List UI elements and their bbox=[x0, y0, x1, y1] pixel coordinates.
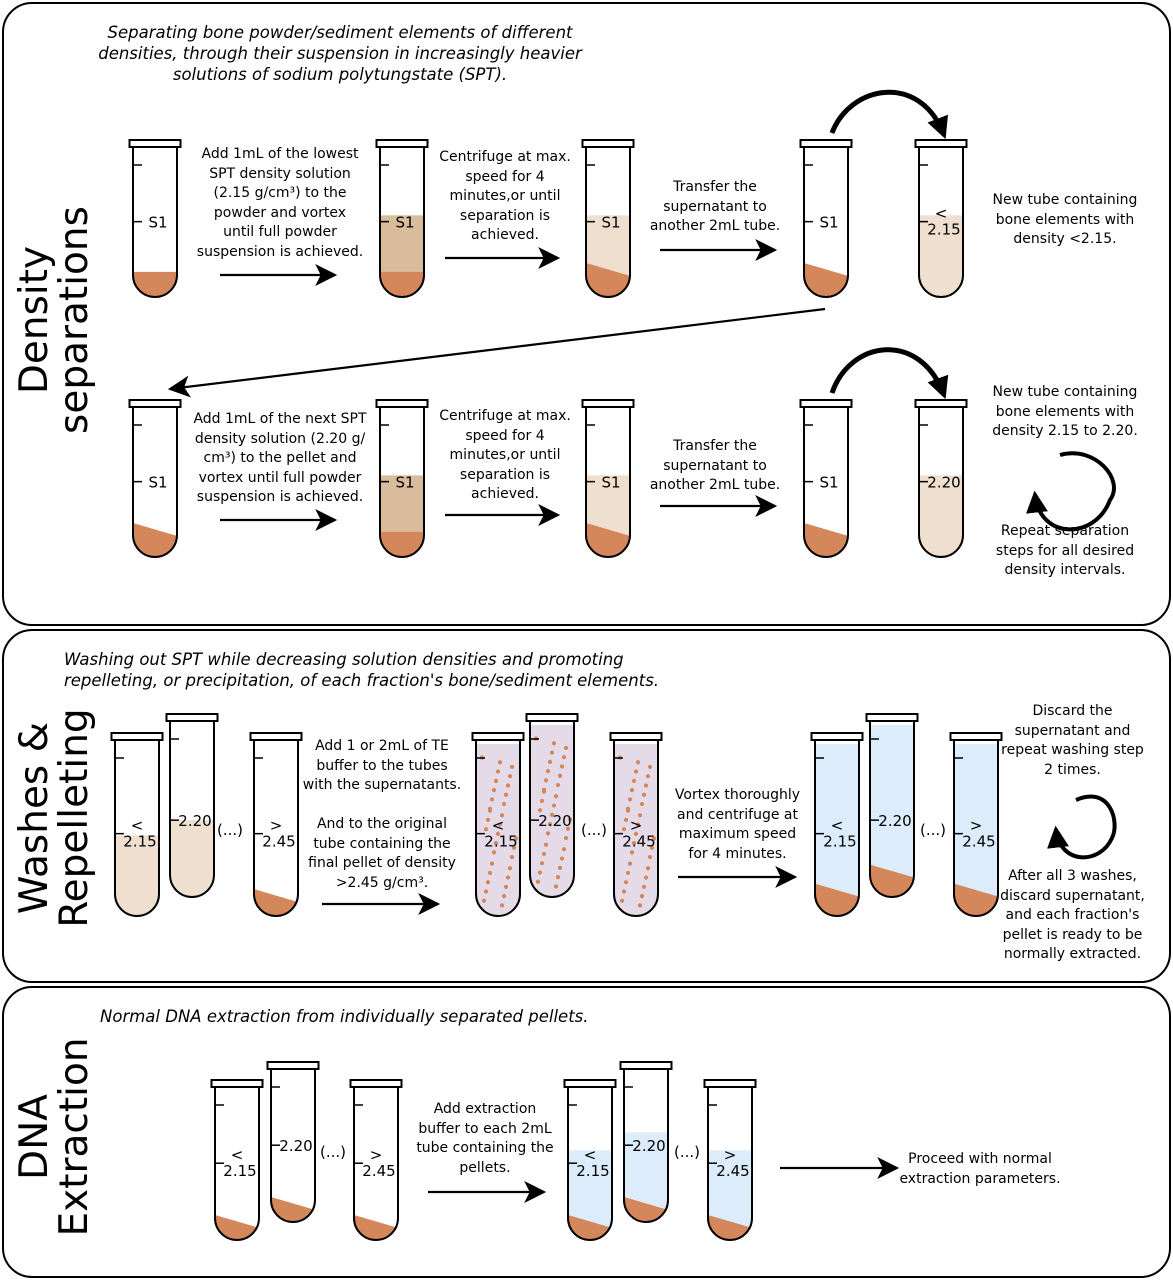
washes-te-ellipsis: (...) bbox=[581, 821, 608, 839]
dna-extraction-panel bbox=[2, 986, 1171, 1278]
svg-text:>: > bbox=[970, 817, 983, 835]
svg-text:<: < bbox=[131, 817, 144, 835]
svg-text:S1: S1 bbox=[601, 214, 620, 232]
svg-text:2.20: 2.20 bbox=[632, 1137, 665, 1155]
dna-intro: Normal DNA extraction from individually … bbox=[100, 1007, 589, 1026]
row1-tube-pellet: S1 bbox=[799, 139, 853, 298]
svg-text:2.45: 2.45 bbox=[622, 833, 655, 851]
wash-tube-done-220: 2.20 bbox=[865, 713, 919, 898]
svg-text:S1: S1 bbox=[148, 214, 167, 232]
svg-text:2.20: 2.20 bbox=[927, 474, 960, 492]
svg-text:2.20: 2.20 bbox=[538, 812, 571, 830]
svg-text:2.45: 2.45 bbox=[362, 1162, 395, 1180]
final-washes-text: After all 3 washes,discard supernatant,a… bbox=[1000, 868, 1145, 962]
dna-tube-before-220: 2.20 bbox=[266, 1061, 320, 1223]
svg-text:<: < bbox=[584, 1146, 597, 1164]
dna-tube-before-gt245: >2.45 bbox=[349, 1079, 403, 1241]
wash-tube-before-220: 2.20 bbox=[165, 713, 219, 898]
wash-tube-before-gt245: >2.45 bbox=[249, 732, 303, 917]
svg-text:2.20: 2.20 bbox=[279, 1137, 312, 1155]
svg-text:2.20: 2.20 bbox=[878, 812, 911, 830]
row2-tube-pellet-remaining: S1 bbox=[799, 399, 853, 558]
svg-text:<: < bbox=[831, 817, 844, 835]
wash-repeat-cycle-arrow bbox=[1047, 794, 1117, 860]
svg-text:S1: S1 bbox=[148, 474, 167, 492]
svg-text:2.15: 2.15 bbox=[576, 1162, 609, 1180]
row1-transfer-curve bbox=[829, 89, 948, 140]
svg-text:>: > bbox=[724, 1146, 737, 1164]
wash-tube-done-lt215: <2.15 bbox=[810, 732, 864, 917]
svg-text:<: < bbox=[231, 1146, 244, 1164]
row2-transfer-curve bbox=[829, 347, 949, 400]
dna-before-ellipsis: (...) bbox=[320, 1143, 347, 1161]
row2-tube-centrifuged: S1 bbox=[581, 399, 635, 558]
svg-text:S1: S1 bbox=[819, 474, 838, 492]
wash-tube-te-lt215: <2.15 bbox=[471, 732, 525, 917]
dna-tube-after-gt245: >2.45 bbox=[703, 1079, 757, 1241]
svg-text:2.45: 2.45 bbox=[716, 1162, 749, 1180]
svg-text:S1: S1 bbox=[819, 214, 838, 232]
svg-text:2.15: 2.15 bbox=[927, 221, 960, 239]
svg-text:<: < bbox=[935, 205, 948, 223]
dna-tube-after-lt215: <2.15 bbox=[563, 1079, 617, 1241]
svg-text:<: < bbox=[492, 817, 505, 835]
svg-text:>: > bbox=[370, 1146, 383, 1164]
svg-text:S1: S1 bbox=[395, 474, 414, 492]
wash-tube-done-gt245: >2.45 bbox=[949, 732, 1003, 917]
wash-tube-before-lt215: <2.15 bbox=[110, 732, 164, 917]
svg-text:2.15: 2.15 bbox=[484, 833, 517, 851]
wash-tube-te-gt245: >2.45 bbox=[609, 732, 663, 917]
row1-tube-suspension: S1 bbox=[375, 139, 429, 298]
dna-after-ellipsis: (...) bbox=[674, 1143, 701, 1161]
svg-text:2.15: 2.15 bbox=[823, 833, 856, 851]
svg-text:>: > bbox=[630, 817, 643, 835]
row2-tube-pellet: S1 bbox=[128, 399, 182, 558]
washes-intro: Washing out SPT while decreasing solutio… bbox=[64, 650, 660, 690]
row1-tube-centrifuged: S1 bbox=[581, 139, 635, 298]
row2-tube-new-220: 2.20 bbox=[914, 399, 968, 558]
row2-tube-suspension: S1 bbox=[375, 399, 429, 558]
density-intro: Separating bone powder/sediment elements… bbox=[98, 23, 582, 84]
washes-before-ellipsis: (...) bbox=[217, 821, 244, 839]
svg-text:S1: S1 bbox=[601, 474, 620, 492]
dna-tube-before-lt215: <2.15 bbox=[210, 1079, 264, 1241]
row-connector-arrow bbox=[167, 307, 826, 398]
svg-text:2.15: 2.15 bbox=[123, 833, 156, 851]
washes-after-ellipsis: (...) bbox=[920, 821, 947, 839]
svg-text:2.20: 2.20 bbox=[178, 812, 211, 830]
svg-text:>: > bbox=[270, 817, 283, 835]
dna-tube-after-220: 2.20 bbox=[619, 1061, 673, 1223]
repeat-cycle-arrow bbox=[1026, 451, 1116, 532]
row1-tube-new-lt215: <2.15 bbox=[914, 139, 968, 298]
row1-tube-powder: S1 bbox=[128, 139, 182, 298]
wash-tube-te-220: 2.20 bbox=[525, 713, 579, 898]
svg-text:2.45: 2.45 bbox=[262, 833, 295, 851]
svg-text:2.15: 2.15 bbox=[223, 1162, 256, 1180]
svg-text:S1: S1 bbox=[395, 214, 414, 232]
svg-text:2.45: 2.45 bbox=[962, 833, 995, 851]
